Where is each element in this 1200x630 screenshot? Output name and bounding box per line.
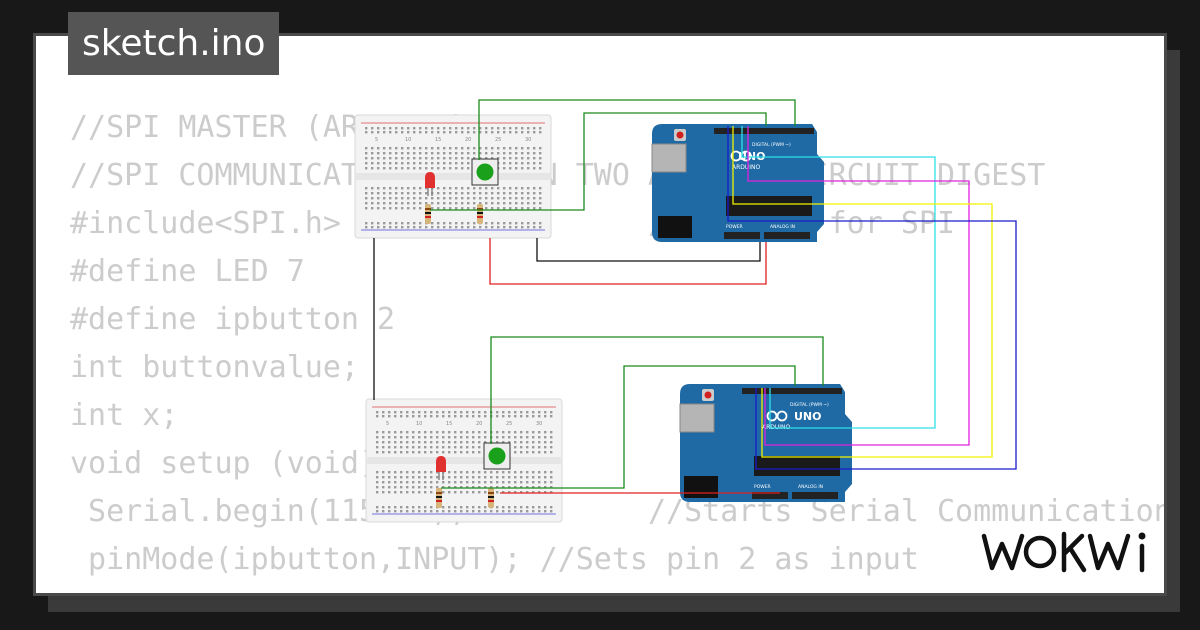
bb-num-25: 25 [495,137,501,143]
bb-num-15: 15 [435,137,441,143]
sketch-title-tab: sketch.ino [68,12,280,75]
code-line: pinMode(LED,OUTPUT); //Sets pin 7 as out… [70,584,1164,593]
arduino-logo-icon [766,410,788,422]
bb-num-5: 5 [386,421,389,427]
wire-red-top [489,238,767,285]
wire-green-bottom-2 [441,365,796,489]
wire-green-top-2 [430,112,767,211]
wire-yellow [732,126,993,458]
arduino-uno-top: UNO ARDUINO DIGITAL (PWM ~) POWER ANALOG… [651,124,824,242]
board-digital-label: DIGITAL (PWM ~) [752,142,791,148]
board-analog-label: ANALOG IN [770,224,795,230]
board-digital-label: DIGITAL (PWM ~) [790,402,829,408]
bb-num-10: 10 [405,137,411,143]
bb-num-30: 30 [525,137,531,143]
breadboard-bottom: 5 10 15 20 25 30 [365,398,563,523]
wires [373,99,1017,494]
pushbutton-bottom[interactable] [483,442,511,470]
wire-green-bottom-1 [490,336,824,444]
board-power-label: POWER [754,484,771,490]
board-brand-label: ARDUINO [732,164,761,171]
bb-num-10: 10 [416,421,422,427]
pushbutton-top[interactable] [471,158,499,186]
wire-green-top-1 [478,99,796,160]
resistor-top-1 [425,204,431,224]
bb-num-20: 20 [465,137,471,143]
wire-magenta [747,126,970,446]
code-line: int x; [70,398,179,433]
code-line: pinMode(ipbutton,INPUT); //Sets pin 2 as… [70,542,919,577]
board-analog-label: ANALOG IN [798,484,823,490]
board-power-label: POWER [726,224,743,230]
code-line: void setup (void) [70,446,378,481]
bb-num-30: 30 [536,421,542,427]
resistor-top-2 [477,204,483,224]
wokwi-logo [981,531,1146,573]
resistor-bottom-1 [436,488,442,508]
bb-num-20: 20 [476,421,482,427]
board-model-label: UNO [794,410,822,423]
bb-num-25: 25 [506,421,512,427]
wire-blue [727,126,1017,470]
code-line: int buttonvalue; [70,350,359,385]
resistor-bottom-2 [488,488,494,508]
wire-black-top [536,238,761,262]
led-top [425,172,435,196]
arduino-uno-bottom: UNO ARDUINO DIGITAL (PWM ~) POWER ANALOG… [679,384,852,502]
code-line: #define ipbutton 2 [70,302,396,337]
led-bottom [436,456,446,480]
wire-cyan [741,126,936,429]
bb-num-15: 15 [446,421,452,427]
bb-num-5: 5 [375,137,378,143]
code-line: #define LED 7 [70,254,305,289]
breadboard-top: 5 10 15 20 25 30 [354,114,552,239]
